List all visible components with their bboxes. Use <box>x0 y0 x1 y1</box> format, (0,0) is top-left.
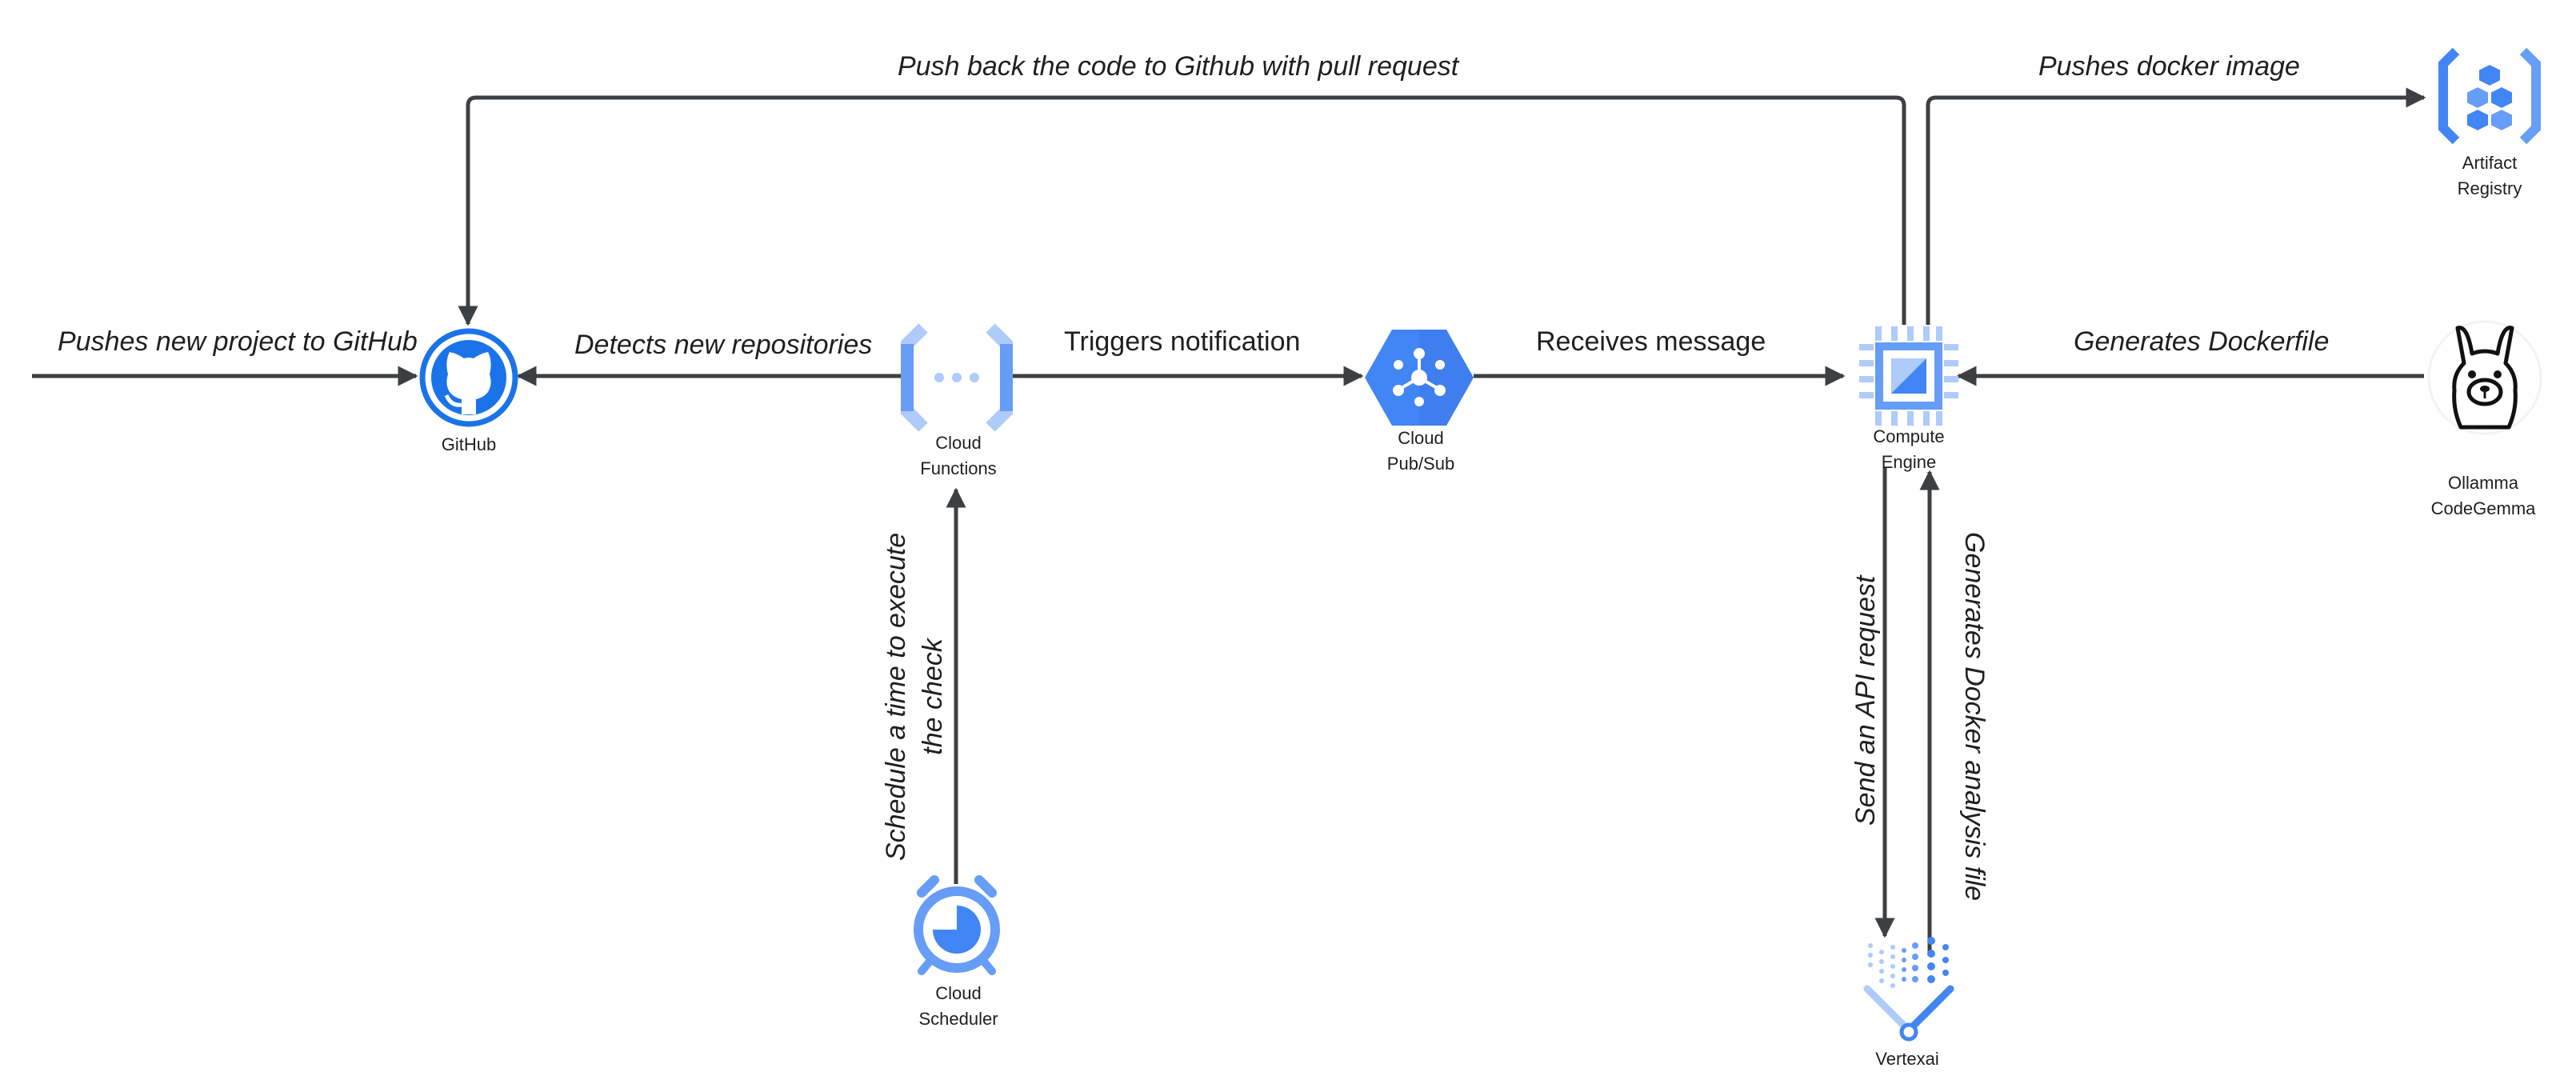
node-label-vertexai-line1: Vertexai <box>1875 1049 1939 1069</box>
label-schedule-check: Schedule a time to execute the check <box>878 533 952 861</box>
node-label-compute-engine-line1: Compute <box>1873 426 1945 446</box>
cloud-functions-icon <box>901 323 1013 432</box>
connector-arrows <box>32 87 2426 952</box>
node-label-ollama: Ollamma CodeGemma <box>2431 470 2536 522</box>
cloud-scheduler-icon <box>914 875 1000 975</box>
node-label-cloud-scheduler-line2: Scheduler <box>918 1008 998 1029</box>
artifact-registry-icon <box>2438 47 2541 145</box>
node-label-vertexai: Vertexai <box>1875 1046 1939 1072</box>
label-schedule-check-line1: Schedule a time to execute <box>881 532 911 861</box>
node-label-artifact-registry-line1: Artifact <box>2462 153 2518 173</box>
label-push-back: Push back the code to Github with pull r… <box>898 51 1459 82</box>
node-label-artifact-registry-line2: Registry <box>2457 178 2522 198</box>
vertexai-icon <box>1863 937 1954 1042</box>
node-label-cloud-functions: Cloud Functions <box>920 430 996 482</box>
node-label-github: GitHub <box>442 432 496 458</box>
node-label-cloud-scheduler-line1: Cloud <box>935 983 982 1003</box>
node-label-cloud-functions-line1: Cloud <box>935 433 982 453</box>
label-detects-new-repos: Detects new repositories <box>574 330 873 360</box>
ollama-llama-icon <box>2427 320 2542 435</box>
node-label-cloud-scheduler: Cloud Scheduler <box>918 981 998 1032</box>
node-label-cloud-pubsub: Cloud Pub/Sub <box>1387 426 1454 477</box>
node-label-artifact-registry: Artifact Registry <box>2458 150 2522 202</box>
node-label-github-line1: GitHub <box>441 434 497 454</box>
label-pushes-docker: Pushes docker image <box>2038 51 2300 82</box>
node-label-ollama-line2: CodeGemma <box>2430 498 2536 518</box>
github-icon <box>419 328 518 427</box>
compute-engine-icon <box>1859 326 1958 426</box>
node-label-ollama-line1: Ollamma <box>2447 473 2518 493</box>
label-pushes-new-project: Pushes new project to GitHub <box>58 326 418 357</box>
node-label-cloud-pubsub-line1: Cloud <box>1398 428 1444 448</box>
arrow-pushes-docker <box>1926 87 2426 325</box>
label-generates-dockerfile: Generates Dockerfile <box>2074 326 2330 357</box>
label-schedule-check-line2: the check <box>917 638 948 755</box>
label-send-api-request: Send an API request <box>1850 575 1881 826</box>
node-label-compute-engine-line2: Engine <box>1881 451 1937 472</box>
cloud-pubsub-icon <box>1365 330 1474 426</box>
arrow-push-back <box>458 95 1906 326</box>
label-generates-analysis: Generates Docker analysis file <box>1959 532 1990 902</box>
node-label-cloud-functions-line2: Functions <box>920 458 997 478</box>
node-label-cloud-pubsub-line2: Pub/Sub <box>1386 453 1455 474</box>
label-triggers-notification: Triggers notification <box>1064 326 1301 357</box>
label-receives-message: Receives message <box>1536 326 1766 357</box>
node-label-compute-engine: Compute Engine <box>1873 424 1944 475</box>
